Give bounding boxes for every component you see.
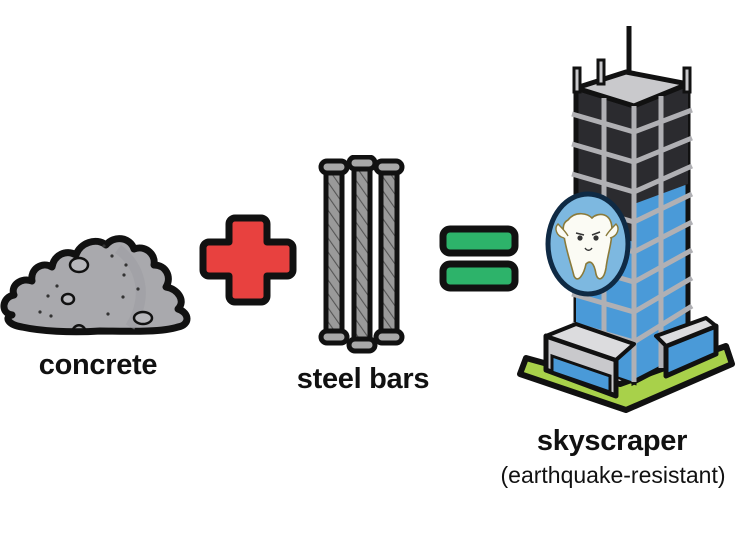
concrete-label: concrete bbox=[38, 349, 158, 381]
steel-bars-icon bbox=[318, 155, 406, 355]
skyscraper-sublabel: (earthquake-resistant) bbox=[500, 462, 726, 488]
strong-tooth-icon bbox=[545, 191, 631, 297]
steel-bars-label: steel bars bbox=[296, 363, 430, 395]
plus-icon bbox=[199, 212, 299, 308]
skyscraper-icon bbox=[516, 24, 738, 414]
concrete-pile-icon bbox=[0, 215, 200, 340]
equals-icon bbox=[438, 224, 520, 294]
skyscraper-label: skyscraper bbox=[536, 425, 688, 457]
